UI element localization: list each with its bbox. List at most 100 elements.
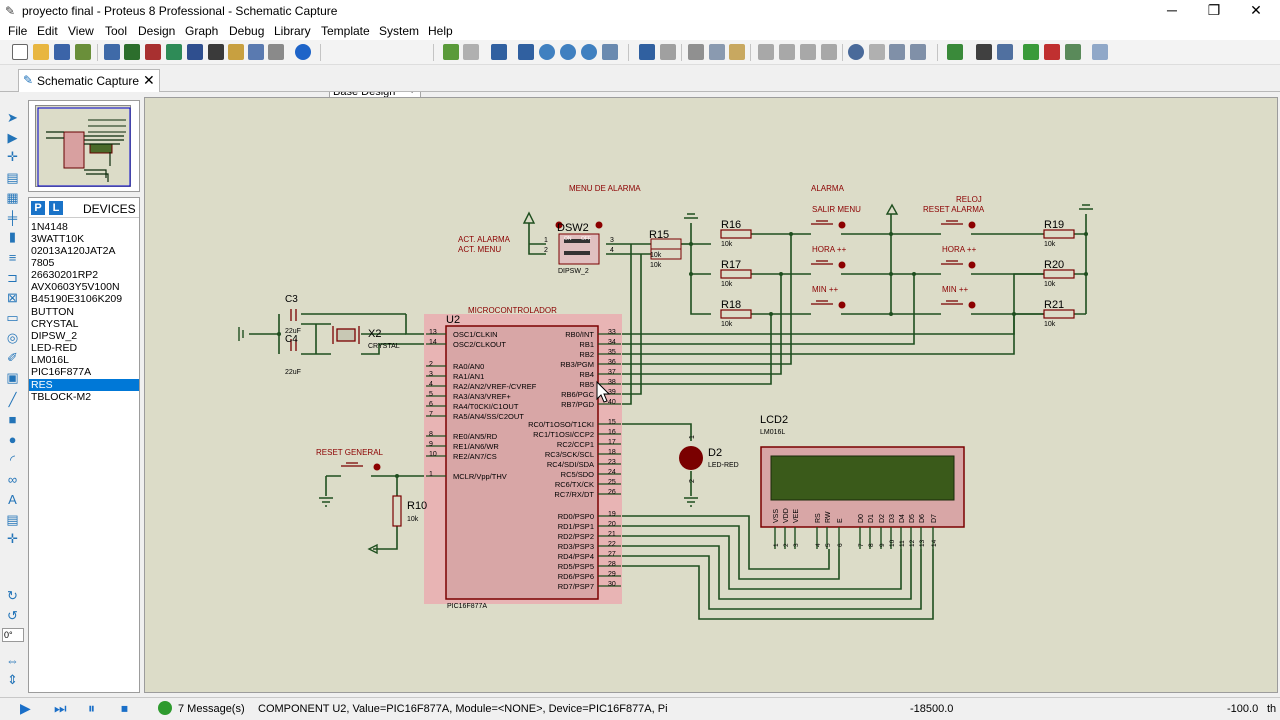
device-list-item[interactable]: B45190E3106K209: [31, 293, 123, 305]
selection-mode-icon[interactable]: ➤: [7, 110, 18, 125]
buses-icon[interactable]: ╪: [7, 210, 18, 225]
gerber-icon[interactable]: [187, 44, 203, 60]
symbol-tool-icon[interactable]: ▤: [6, 512, 19, 527]
redo-icon[interactable]: [660, 44, 676, 60]
close-tab-icon[interactable]: ✕: [143, 72, 155, 88]
3d-view-icon[interactable]: [166, 44, 182, 60]
voltage-probe-icon[interactable]: ✐: [7, 350, 18, 365]
menu-template[interactable]: Template: [321, 24, 370, 38]
block-rotate-icon[interactable]: [800, 44, 816, 60]
path-tool-icon[interactable]: ∞: [7, 472, 18, 487]
mirror-vertical-icon[interactable]: ⇕: [7, 672, 18, 687]
property-assignment-icon[interactable]: [997, 44, 1013, 60]
device-pins-icon[interactable]: ⊐: [7, 270, 18, 285]
tab-schematic-capture[interactable]: ✎ Schematic Capture ✕: [18, 69, 160, 92]
component-mode-icon[interactable]: ▶: [7, 130, 18, 145]
menu-library[interactable]: Library: [274, 24, 311, 38]
arc-tool-icon[interactable]: ◜: [9, 452, 16, 467]
mcu-body[interactable]: [445, 325, 599, 600]
device-list-item[interactable]: 26630201RP2: [31, 269, 99, 281]
block-move-icon[interactable]: [779, 44, 795, 60]
device-list-item-selected[interactable]: RES: [29, 379, 139, 391]
dsw2-switch-1[interactable]: [564, 239, 590, 243]
d2-led[interactable]: [679, 446, 703, 470]
cut-icon[interactable]: [688, 44, 704, 60]
pick-parts-icon[interactable]: [848, 44, 864, 60]
import-icon[interactable]: [75, 44, 91, 60]
device-list-item[interactable]: TBLOCK-M2: [31, 391, 92, 403]
junction-dot-icon[interactable]: ✛: [7, 149, 18, 164]
pause-icon[interactable]: ⏸: [88, 700, 95, 716]
pcb-layout-icon[interactable]: [145, 44, 161, 60]
menu-design[interactable]: Design: [138, 24, 176, 38]
zoom-area-icon[interactable]: [602, 44, 618, 60]
exit-to-parent-icon[interactable]: [1065, 44, 1081, 60]
menu-system[interactable]: System: [379, 24, 420, 38]
minimize-button[interactable]: ─: [1167, 2, 1177, 18]
notes-icon[interactable]: [248, 44, 264, 60]
mirror-horizontal-icon[interactable]: ⇔: [6, 653, 19, 668]
grid-icon[interactable]: [463, 44, 479, 60]
r15-body-2[interactable]: [650, 248, 682, 260]
electrical-rule-check-icon[interactable]: [1092, 44, 1108, 60]
device-list-item[interactable]: DIPSW_2: [31, 330, 78, 342]
bom-icon[interactable]: [228, 44, 244, 60]
make-device-icon[interactable]: [869, 44, 885, 60]
terminals-icon[interactable]: ≡: [8, 250, 17, 265]
generator-mode-icon[interactable]: ◎: [6, 330, 19, 345]
line-tool-icon[interactable]: ╱: [8, 392, 17, 407]
refresh-icon[interactable]: [443, 44, 459, 60]
menu-debug[interactable]: Debug: [229, 24, 265, 38]
close-button[interactable]: ✕: [1250, 2, 1262, 18]
device-list-item[interactable]: CRYSTAL: [31, 318, 79, 330]
origin-icon[interactable]: [491, 44, 507, 60]
packaging-tool-icon[interactable]: [889, 44, 905, 60]
wire-label-icon[interactable]: ▤: [6, 170, 19, 185]
dsw2-switch-2[interactable]: [564, 251, 590, 255]
save-icon[interactable]: [54, 44, 70, 60]
menu-help[interactable]: Help: [428, 24, 453, 38]
zoom-in-icon[interactable]: [539, 44, 555, 60]
play-icon[interactable]: ▶: [20, 700, 31, 716]
device-list-item[interactable]: LM016L: [31, 354, 69, 366]
menu-graph[interactable]: Graph: [185, 24, 219, 38]
search-icon[interactable]: [976, 44, 992, 60]
help-icon[interactable]: [295, 44, 311, 60]
box-tool-icon[interactable]: ■: [8, 412, 17, 427]
project-notes-icon[interactable]: [268, 44, 284, 60]
zoom-all-icon[interactable]: [581, 44, 597, 60]
device-list-item[interactable]: BUTTON: [31, 306, 74, 318]
rotate-clockwise-icon[interactable]: ↻: [7, 588, 18, 603]
zoom-out-icon[interactable]: [560, 44, 576, 60]
graph-mode-icon[interactable]: ⊠: [7, 290, 18, 305]
undo-icon[interactable]: [639, 44, 655, 60]
circle-tool-icon[interactable]: ●: [8, 432, 17, 447]
paste-icon[interactable]: [729, 44, 745, 60]
schematic-icon[interactable]: [124, 44, 140, 60]
step-icon[interactable]: ⏭: [54, 700, 67, 716]
decompose-icon[interactable]: [910, 44, 926, 60]
pan-icon[interactable]: [518, 44, 534, 60]
home-icon[interactable]: [104, 44, 120, 60]
device-list-item[interactable]: 02013A120JAT2A: [31, 245, 116, 257]
remove-sheet-icon[interactable]: [1044, 44, 1060, 60]
block-copy-icon[interactable]: [758, 44, 774, 60]
rotate-anticlockwise-icon[interactable]: ↺: [7, 608, 18, 623]
subcircuit-icon[interactable]: ▮: [8, 229, 17, 244]
menu-tool[interactable]: Tool: [105, 24, 128, 38]
menu-file[interactable]: File: [8, 24, 28, 38]
restore-button[interactable]: ❐: [1207, 2, 1221, 18]
device-list-item[interactable]: 1N4148: [31, 221, 68, 233]
new-file-icon[interactable]: [12, 44, 28, 60]
device-list-item[interactable]: 7805: [31, 257, 55, 269]
open-folder-icon[interactable]: [33, 44, 49, 60]
stop-icon[interactable]: ⏹: [121, 700, 128, 716]
device-list-item[interactable]: PIC16F877A: [31, 366, 92, 378]
copy-icon[interactable]: [709, 44, 725, 60]
library-manager-button[interactable]: L: [49, 201, 63, 215]
messages-count[interactable]: 7 Message(s): [178, 703, 245, 715]
device-list-item[interactable]: 3WATT10K: [31, 233, 85, 245]
wire-autorouter-icon[interactable]: [947, 44, 963, 60]
tape-recorder-icon[interactable]: ▭: [6, 310, 19, 325]
